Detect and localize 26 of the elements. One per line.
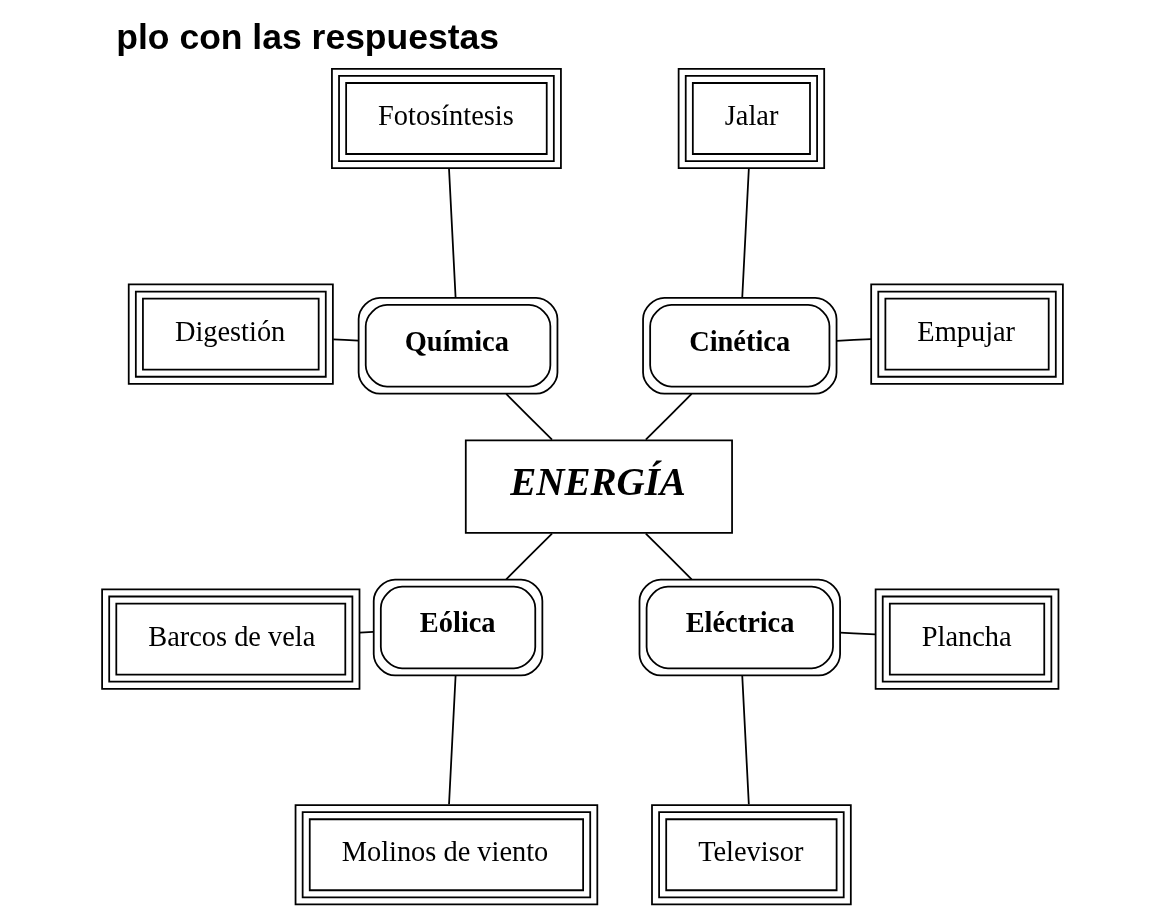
connector (332, 338, 360, 342)
diagram-title: plo con las respuestas (116, 17, 500, 58)
node-box: Química (357, 296, 559, 395)
connector (644, 532, 693, 581)
connector (741, 168, 750, 299)
node-box: Plancha (874, 588, 1060, 690)
node-box: Molinos de viento (294, 804, 599, 906)
node-box: Eólica (372, 578, 544, 677)
connector (448, 168, 457, 299)
connector (644, 393, 693, 441)
node-box: ENERGÍA (464, 439, 733, 534)
node-box: Fotosíntesis (331, 67, 562, 170)
node-box: Jalar (677, 67, 826, 170)
node-box: Digestión (127, 283, 334, 385)
node-box: Cinética (642, 296, 838, 395)
node-box: Eléctrica (638, 578, 841, 677)
connector (448, 674, 457, 806)
connector (741, 674, 750, 806)
node-box: Empujar (870, 283, 1064, 385)
connector (839, 631, 877, 636)
connector (505, 393, 553, 441)
connector (505, 532, 553, 581)
node-box: Barcos de vela (101, 588, 361, 690)
node-box: Televisor (651, 804, 852, 906)
connector (835, 338, 872, 342)
connector (358, 630, 375, 634)
